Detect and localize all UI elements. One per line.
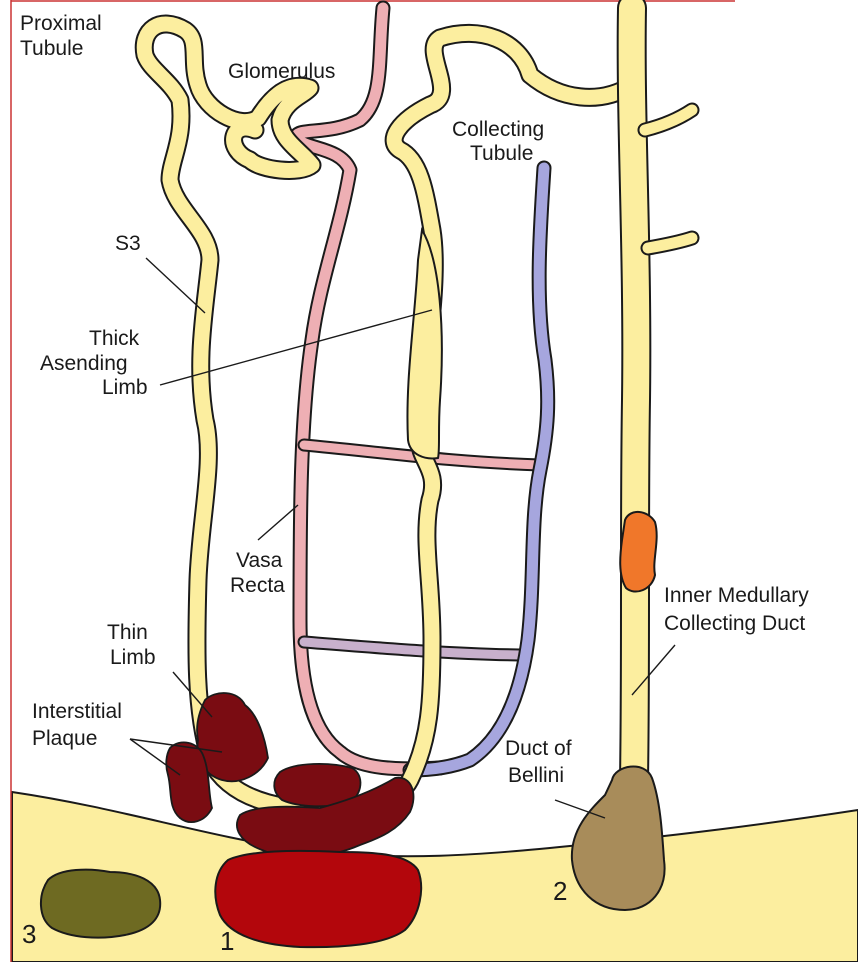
label-glomerulus: Glomerulus [228, 60, 335, 83]
label-vasa-recta-1: Vasa [236, 549, 283, 572]
label-duct-bellini-2: Bellini [508, 764, 564, 787]
bellini-plug [572, 766, 665, 910]
label-imcd-1: Inner Medullary [664, 584, 809, 607]
label-interstitial-plaque-1: Interstitial [32, 700, 122, 723]
label-interstitial-plaque-2: Plaque [32, 727, 97, 750]
marker-3: 3 [22, 919, 36, 949]
label-thin-limb-2: Limb [110, 646, 156, 669]
marker-2: 2 [553, 876, 567, 906]
free-stone-3 [41, 870, 160, 938]
marker-1: 1 [220, 926, 234, 956]
label-thick-limb-1: Thick [89, 327, 140, 350]
label-s3: S3 [115, 232, 141, 255]
label-proximal-tubule-1: Proximal [20, 12, 102, 35]
label-proximal-tubule-2: Tubule [20, 37, 83, 60]
collecting-duct [632, 8, 692, 780]
label-imcd-2: Collecting Duct [664, 612, 805, 635]
label-collecting-tubule-1: Collecting [452, 118, 544, 141]
label-thin-limb-1: Thin [107, 621, 148, 644]
label-collecting-tubule-2: Tubule [470, 142, 533, 165]
duct-plug [620, 512, 656, 592]
label-thick-limb-3: Limb [102, 376, 148, 399]
nephron-tubule [144, 24, 632, 810]
label-vasa-recta-2: Recta [230, 574, 285, 597]
label-thick-limb-2: Asending [40, 352, 128, 375]
attached-stone-1 [215, 851, 421, 947]
label-duct-bellini-1: Duct of [505, 737, 572, 760]
